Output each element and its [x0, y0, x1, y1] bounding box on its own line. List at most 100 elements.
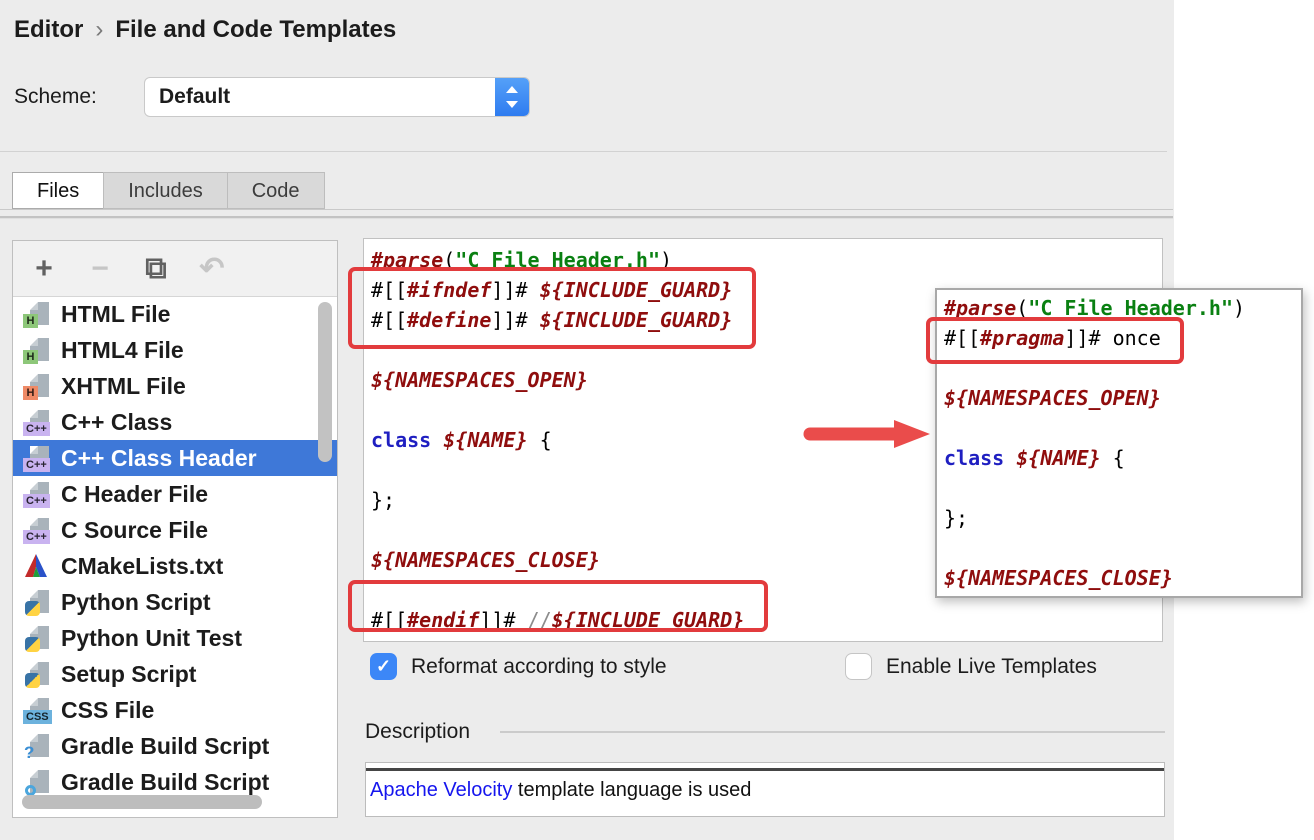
file-type-icon: C++ [23, 445, 51, 472]
description-heading: Description [365, 720, 471, 743]
file-type-badge: C++ [23, 457, 50, 472]
annotation-box-endif [348, 580, 768, 632]
annotation-box-include-guard [348, 267, 756, 349]
duplicate-template-icon[interactable]: ⧉ [145, 251, 167, 285]
list-item-c-header-file[interactable]: C++ C Header File [13, 476, 337, 512]
reformat-checkbox[interactable]: ✓ [370, 653, 397, 680]
gradle-icon: ? [23, 733, 51, 762]
scheme-label: Scheme: [14, 85, 97, 108]
list-item-label: Python Script [61, 588, 211, 615]
description-heading-rule [500, 731, 1165, 733]
list-item-label: XHTML File [61, 372, 186, 399]
file-type-badge: C++ [23, 529, 50, 544]
file-type-badge: C++ [23, 493, 50, 508]
code-line [944, 533, 1301, 563]
list-item-label: C Source File [61, 516, 208, 543]
list-item-python-unit-test[interactable]: Python Unit Test [13, 620, 337, 656]
list-item-gradle-build-script[interactable]: Gradle Build Script [13, 764, 337, 800]
file-type-badge: CSS [23, 709, 52, 724]
scheme-selected-value: Default [159, 85, 231, 108]
option-reformat: ✓ Reformat according to style [370, 653, 667, 680]
page-title: File and Code Templates [115, 16, 397, 43]
list-item-python-script[interactable]: Python Script [13, 584, 337, 620]
python-logo-icon [25, 600, 40, 616]
tab-includes[interactable]: Includes [103, 172, 227, 209]
list-item-label: Gradle Build Script [61, 768, 270, 795]
code-line: #[[#pragma]]# once [944, 326, 1161, 350]
code-line: }; [944, 506, 969, 530]
code-line: ${NAMESPACES_OPEN} [371, 368, 588, 392]
description-top-rule [366, 768, 1164, 771]
code-line: #parse("C File Header.h") [944, 296, 1246, 320]
breadcrumb-separator-icon: › [95, 16, 104, 43]
list-item-c-class-header[interactable]: C++ C++ Class Header [13, 440, 337, 476]
file-type-badge: C++ [23, 421, 50, 436]
code-line: ${NAMESPACES_CLOSE} [371, 548, 600, 572]
file-type-icon: H [23, 373, 51, 400]
ring-badge-icon [25, 784, 36, 796]
list-item-c-class[interactable]: C++ C++ Class [13, 404, 337, 440]
file-type-icon: H [23, 301, 51, 328]
description-text: Apache Velocity template language is use… [370, 779, 752, 801]
add-template-icon[interactable]: + [35, 251, 53, 285]
breadcrumb-parent[interactable]: Editor [14, 16, 84, 43]
live-templates-checkbox[interactable] [845, 653, 872, 680]
code-line: class ${NAME} { [371, 428, 552, 452]
file-type-icon: C++ [23, 409, 51, 436]
list-item-label: CSS File [61, 696, 155, 723]
code-line [944, 473, 1301, 503]
python-logo-icon [25, 672, 40, 688]
horizontal-scrollbar[interactable] [22, 795, 262, 809]
list-item-label: C Header File [61, 480, 208, 507]
scheme-stepper[interactable] [495, 78, 529, 116]
file-type-badge: H [23, 349, 38, 364]
apache-velocity-link[interactable]: Apache Velocity [370, 779, 513, 801]
red-arrow-icon [803, 420, 930, 448]
tab-code[interactable]: Code [226, 172, 325, 209]
chevron-up-icon [506, 86, 518, 93]
option-live-templates: Enable Live Templates [845, 653, 1097, 680]
list-item-label: Gradle Build Script [61, 732, 270, 759]
annotation-box-pragma-once [926, 317, 1184, 364]
list-item-label: C++ Class Header [61, 444, 257, 471]
code-line: }; [371, 488, 396, 512]
list-toolbar: + − ⧉ ↶ [13, 241, 337, 297]
list-item-label: CMakeLists.txt [61, 552, 224, 579]
content-divider [0, 216, 1173, 219]
list-item-label: C++ Class [61, 408, 173, 435]
revert-template-icon: ↶ [199, 252, 225, 285]
breadcrumb: Editor › File and Code Templates [14, 16, 396, 44]
file-type-badge: H [23, 313, 38, 328]
python-icon [23, 625, 51, 652]
code-line: ${NAMESPACES_OPEN} [944, 386, 1161, 410]
python-logo-icon [25, 636, 40, 652]
scheme-select[interactable]: Default [144, 77, 530, 117]
tab-bar-divider [0, 209, 1173, 210]
list-item-setup-script[interactable]: Setup Script [13, 656, 337, 692]
file-type-icon: C++ [23, 481, 51, 508]
file-type-icon: H [23, 337, 51, 364]
list-item-c-source-file[interactable]: C++ C Source File [13, 512, 337, 548]
pragma-variant-popup: #parse("C File Header.h") #[[#pragma]]# o… [935, 288, 1303, 598]
file-icon [30, 733, 49, 757]
remove-template-icon: − [91, 251, 109, 285]
list-item-label: Setup Script [61, 660, 197, 687]
vertical-scrollbar[interactable] [318, 302, 332, 462]
code-line [944, 413, 1301, 443]
description-box: Apache Velocity template language is use… [365, 762, 1165, 817]
live-templates-label: Enable Live Templates [886, 654, 1097, 678]
section-divider [0, 151, 1167, 152]
list-item-gradle-build-script[interactable]: ? Gradle Build Script [13, 728, 337, 764]
file-type-icon: C++ [23, 517, 51, 544]
list-item-css-file[interactable]: CSS CSS File [13, 692, 337, 728]
tab-files[interactable]: Files [12, 172, 104, 209]
list-item-xhtml-file[interactable]: H XHTML File [13, 368, 337, 404]
chevron-down-icon [506, 101, 518, 108]
gradle-icon [23, 769, 51, 796]
list-item-cmakelists-txt[interactable]: CMakeLists.txt [13, 548, 337, 584]
